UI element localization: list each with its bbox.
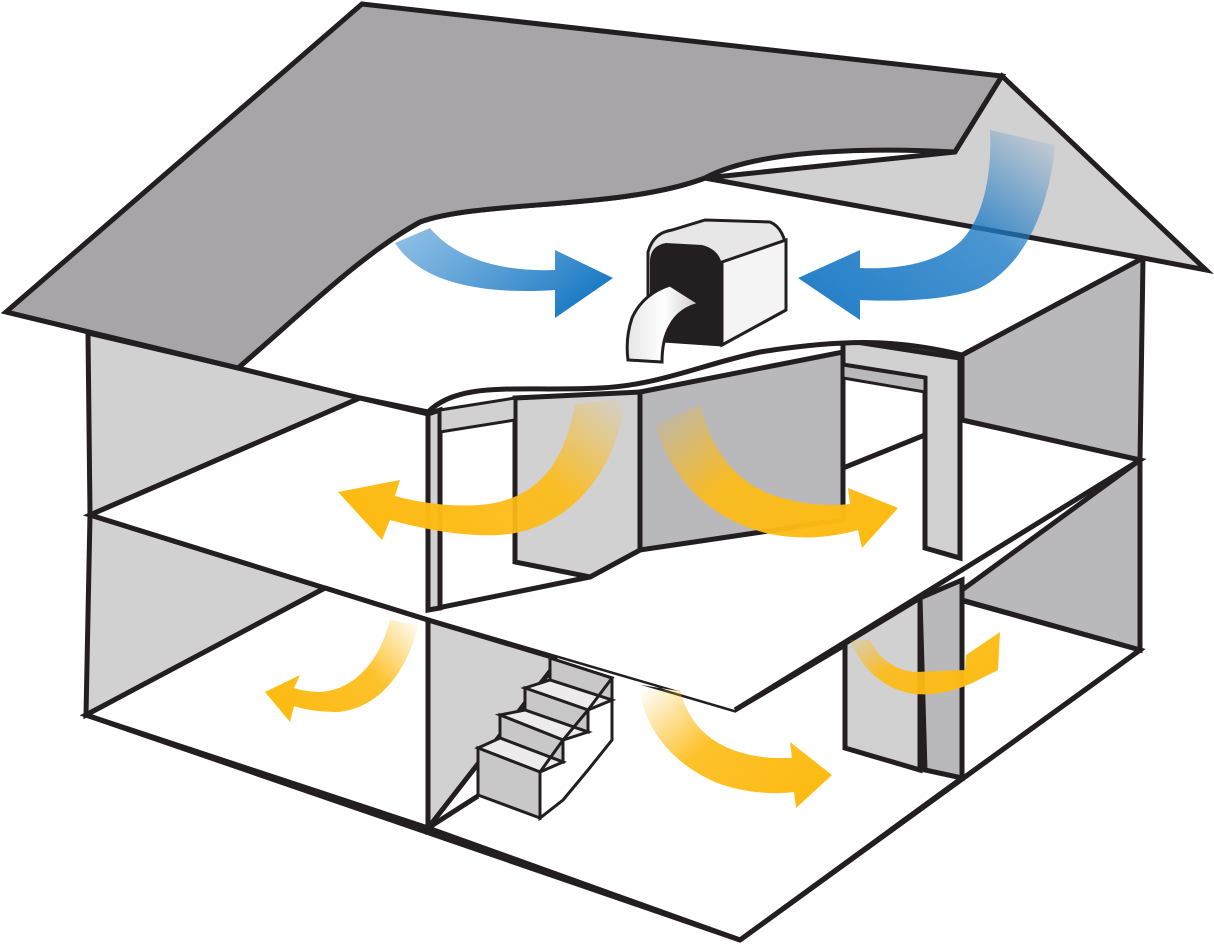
roof [0, 1, 1214, 371]
cold-air-arrow-left-icon [395, 228, 613, 318]
ventilation-unit-icon [625, 218, 788, 364]
warm-air-arrow-upper-right-icon [655, 405, 898, 548]
cold-air-arrow-right-icon [798, 130, 1055, 320]
warm-air-arrow-lower-right-icon [850, 632, 1000, 695]
staircase-icon [474, 655, 617, 822]
warm-air-arrow-lower-left-icon [265, 620, 418, 722]
warm-air-arrow-lower-center-icon [640, 690, 832, 808]
warm-air-arrow-upper-left-icon [338, 398, 625, 540]
